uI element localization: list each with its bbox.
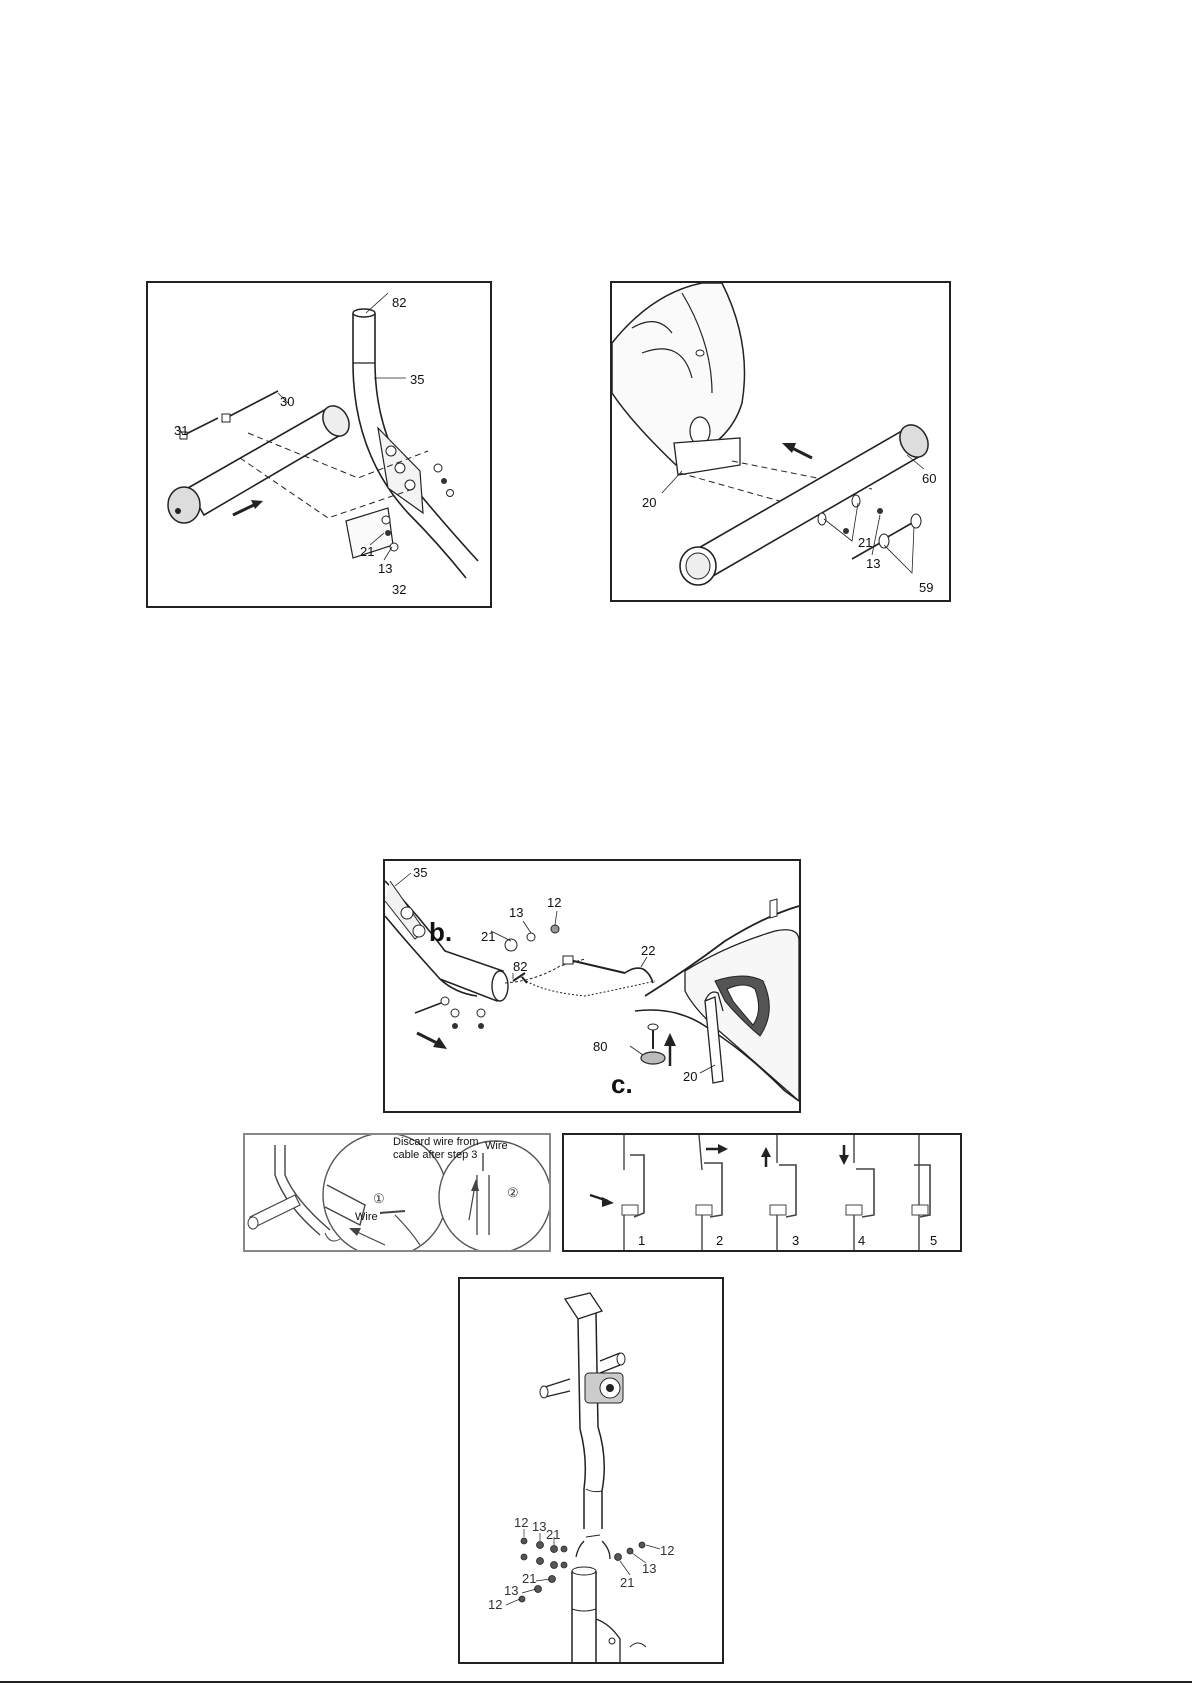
label-part-82: 82 — [392, 295, 406, 310]
front-stabilizer-illustration: 82 35 30 31 21 13 32 — [148, 283, 490, 606]
label-part-35: 35 — [413, 865, 427, 880]
label-part-31: 31 — [174, 423, 188, 438]
label-part-21: 21 — [858, 535, 872, 550]
label-part-80: 80 — [593, 1039, 607, 1054]
label-part-13: 13 — [509, 905, 523, 920]
step-number-4: 4 — [858, 1233, 865, 1248]
step-1-circle-number: ① — [373, 1191, 385, 1206]
wire-label-1: Wire — [355, 1211, 378, 1223]
label-left-21-top: 21 — [546, 1527, 560, 1542]
label-part-22: 22 — [641, 943, 655, 958]
cable-clip-step-3: 3 — [761, 1135, 799, 1250]
label-part-32: 32 — [392, 582, 406, 597]
discard-wire-note-line2: cable after step 3 — [393, 1149, 477, 1161]
label-part-30: 30 — [280, 394, 294, 409]
label-left-12-top: 12 — [514, 1515, 528, 1530]
label-part-12: 12 — [547, 895, 561, 910]
step-c-label: c. — [611, 1069, 633, 1099]
cable-clip-steps-illustration: 1 2 3 4 — [564, 1135, 960, 1250]
page-footer-rule — [0, 1681, 1192, 1683]
diagram-panel-rear-stabilizer: 20 60 21 13 59 — [610, 281, 951, 602]
step-b-label: b. — [429, 917, 452, 947]
label-part-13: 13 — [378, 561, 392, 576]
label-left-13-bottom: 13 — [504, 1583, 518, 1598]
cable-clip-step-1: 1 — [590, 1135, 645, 1250]
label-part-35: 35 — [410, 372, 424, 387]
label-part-20: 20 — [683, 1069, 697, 1084]
cable-clip-step-5: 5 — [912, 1135, 937, 1250]
label-part-21: 21 — [481, 929, 495, 944]
label-left-13-top: 13 — [532, 1519, 546, 1534]
diagram-panel-frame-connection: 35 b. 21 13 12 82 22 80 c. 20 — [383, 859, 801, 1113]
discard-wire-note-line1: Discard wire from — [393, 1136, 479, 1148]
label-right-21: 21 — [620, 1575, 634, 1590]
step-number-3: 3 — [792, 1233, 799, 1248]
label-left-12-bottom: 12 — [488, 1597, 502, 1612]
rear-stabilizer-illustration: 20 60 21 13 59 — [612, 283, 949, 600]
wire-routing-illustration: ① Wire ② Wire Discard wire from cable af… — [245, 1135, 549, 1250]
cable-clip-step-4: 4 — [839, 1135, 874, 1250]
diagram-panel-cable-clip-steps: 1 2 3 4 — [562, 1133, 962, 1252]
step-number-2: 2 — [716, 1233, 723, 1248]
wire-label-2: Wire — [485, 1140, 508, 1152]
label-part-13: 13 — [866, 556, 880, 571]
label-part-21: 21 — [360, 544, 374, 559]
diagram-panel-front-stabilizer: 82 35 30 31 21 13 32 — [146, 281, 492, 608]
frame-connection-illustration: 35 b. 21 13 12 82 22 80 c. 20 — [385, 861, 799, 1111]
label-left-21-bottom: 21 — [522, 1571, 536, 1586]
diagram-panel-wire-routing: ① Wire ② Wire Discard wire from cable af… — [243, 1133, 551, 1252]
step-number-1: 1 — [638, 1233, 645, 1248]
label-part-59: 59 — [919, 580, 933, 595]
label-right-12: 12 — [660, 1543, 674, 1558]
step-2-circle-number: ② — [507, 1185, 519, 1200]
label-right-13: 13 — [642, 1561, 656, 1576]
step-number-5: 5 — [930, 1233, 937, 1248]
diagram-panel-upright-post: 12 13 21 21 13 12 21 13 12 — [458, 1277, 724, 1664]
label-part-82: 82 — [513, 959, 527, 974]
label-part-60: 60 — [922, 471, 936, 486]
label-part-20: 20 — [642, 495, 656, 510]
upright-post-illustration: 12 13 21 21 13 12 21 13 12 — [460, 1279, 722, 1662]
cable-clip-step-2: 2 — [696, 1135, 728, 1250]
